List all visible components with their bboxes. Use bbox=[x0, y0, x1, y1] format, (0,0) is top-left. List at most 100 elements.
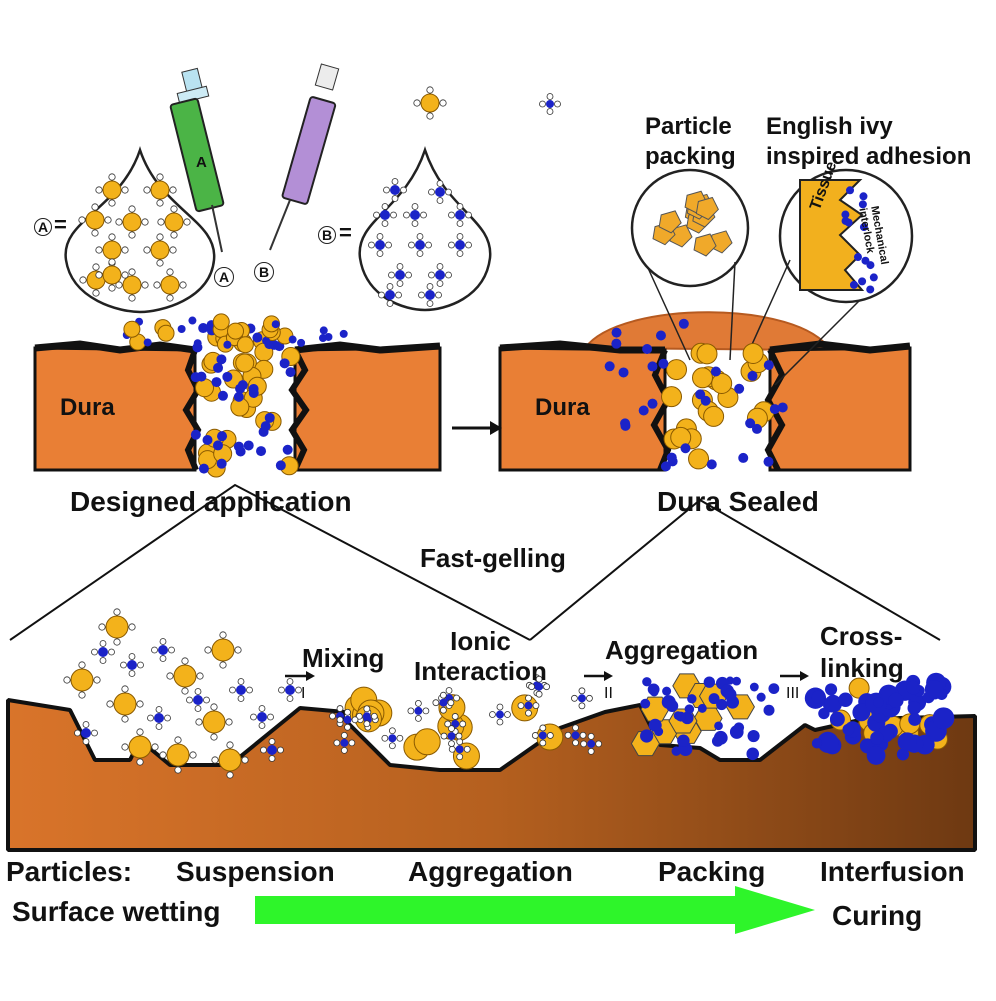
blue-particle bbox=[906, 680, 921, 695]
blue-particle bbox=[811, 690, 826, 704]
blue-particle bbox=[196, 371, 207, 382]
blue-particle bbox=[98, 647, 108, 657]
blue-particle bbox=[818, 707, 830, 720]
blue-particle bbox=[587, 739, 596, 748]
blue-particle bbox=[723, 688, 737, 701]
blue-particle bbox=[611, 338, 622, 349]
syringe-a-badge: A bbox=[214, 267, 234, 287]
blue-particle bbox=[267, 745, 277, 755]
blue-particle bbox=[252, 332, 263, 343]
blue-particle bbox=[81, 728, 91, 738]
syringe-a bbox=[169, 67, 225, 253]
blue-particle bbox=[849, 280, 858, 289]
blue-particle bbox=[288, 335, 297, 344]
inset-title-ivy: English ivy inspired adhesion bbox=[766, 113, 972, 170]
step-crosslinking-number: III bbox=[786, 685, 800, 702]
yellow-particle bbox=[202, 710, 226, 734]
yellow-particle bbox=[102, 240, 122, 260]
blue-particle bbox=[873, 697, 884, 708]
blue-particle bbox=[729, 725, 744, 739]
syringe-b-badge: B bbox=[254, 262, 274, 282]
blue-particle bbox=[256, 446, 267, 457]
blue-particle bbox=[455, 745, 464, 754]
syringe-a-barrel-label: A bbox=[196, 154, 207, 171]
blue-particle bbox=[648, 718, 662, 732]
title-fast-gelling: Fast-gelling bbox=[420, 543, 566, 573]
blue-particle bbox=[708, 693, 720, 705]
blue-particle bbox=[385, 290, 395, 300]
yellow-particle bbox=[703, 405, 725, 427]
blue-particle bbox=[684, 704, 695, 714]
blue-particle bbox=[866, 285, 875, 294]
stage-packing: Packing bbox=[658, 856, 766, 887]
blue-particle bbox=[908, 713, 922, 726]
blue-particle bbox=[678, 318, 689, 329]
blue-particle bbox=[546, 100, 554, 108]
blue-particle bbox=[660, 461, 671, 472]
blue-particle bbox=[143, 338, 152, 347]
blue-particle bbox=[285, 685, 295, 695]
blue-particle bbox=[671, 746, 681, 756]
step-arrows bbox=[285, 671, 809, 681]
yellow-particle bbox=[692, 367, 714, 389]
yellow-particle bbox=[166, 743, 190, 767]
blue-particle bbox=[188, 316, 197, 325]
yellow-particle bbox=[666, 359, 688, 381]
blue-particle bbox=[714, 721, 723, 731]
blue-particle bbox=[447, 732, 456, 741]
blue-particle bbox=[853, 253, 862, 262]
blue-particle bbox=[248, 388, 259, 399]
blue-particle bbox=[577, 694, 586, 703]
caption-designed-application: Designed application bbox=[70, 486, 352, 517]
yellow-particle bbox=[227, 322, 245, 340]
particles-layer bbox=[63, 86, 955, 779]
yellow-particle bbox=[160, 275, 180, 295]
blue-particle bbox=[390, 185, 400, 195]
legend-b-equals: = bbox=[339, 220, 352, 245]
zoom-lines-right bbox=[529, 498, 941, 641]
blue-particle bbox=[339, 329, 348, 338]
blue-particle bbox=[666, 452, 677, 463]
blue-particle bbox=[235, 446, 246, 457]
blue-particle bbox=[824, 694, 843, 713]
blue-particle bbox=[642, 677, 652, 687]
legend-a-equals: = bbox=[54, 212, 67, 237]
blue-particle bbox=[769, 404, 780, 415]
stage-interfusion: Interfusion bbox=[820, 856, 965, 887]
blue-particle bbox=[275, 460, 286, 471]
top-arrow bbox=[452, 421, 502, 435]
blue-particle bbox=[237, 380, 248, 391]
blue-particle bbox=[414, 706, 423, 715]
blue-particle bbox=[380, 210, 390, 220]
yellow-particle bbox=[150, 240, 170, 260]
yellow-particle bbox=[164, 212, 184, 232]
step-mixing-number: I bbox=[301, 685, 306, 702]
blue-particle bbox=[711, 735, 724, 747]
yellow-particle bbox=[70, 668, 94, 692]
blue-particle bbox=[852, 703, 871, 722]
blue-particle bbox=[824, 683, 838, 696]
blue-particle bbox=[859, 192, 868, 201]
yellow-particle bbox=[212, 313, 230, 331]
label-dura-left: Dura bbox=[60, 394, 115, 421]
blue-particle bbox=[285, 367, 296, 378]
yellow-particle bbox=[420, 93, 440, 113]
blue-particle bbox=[257, 712, 267, 722]
droplet-b bbox=[358, 146, 492, 312]
yellow-particle bbox=[413, 728, 441, 756]
yellow-particle bbox=[696, 343, 718, 365]
blue-particle bbox=[647, 398, 658, 409]
legend-a-badge: A bbox=[34, 218, 52, 236]
blue-particle bbox=[410, 210, 420, 220]
blue-particle bbox=[907, 701, 922, 715]
blue-particle bbox=[425, 290, 435, 300]
blue-particle bbox=[538, 731, 547, 740]
label-curing: Curing bbox=[832, 900, 923, 931]
blue-particle bbox=[861, 256, 870, 265]
blue-particle bbox=[297, 338, 306, 347]
blue-particle bbox=[687, 694, 697, 704]
blue-particle bbox=[738, 452, 749, 463]
blue-particle bbox=[571, 731, 580, 740]
stage-suspension: Suspension bbox=[176, 856, 335, 887]
